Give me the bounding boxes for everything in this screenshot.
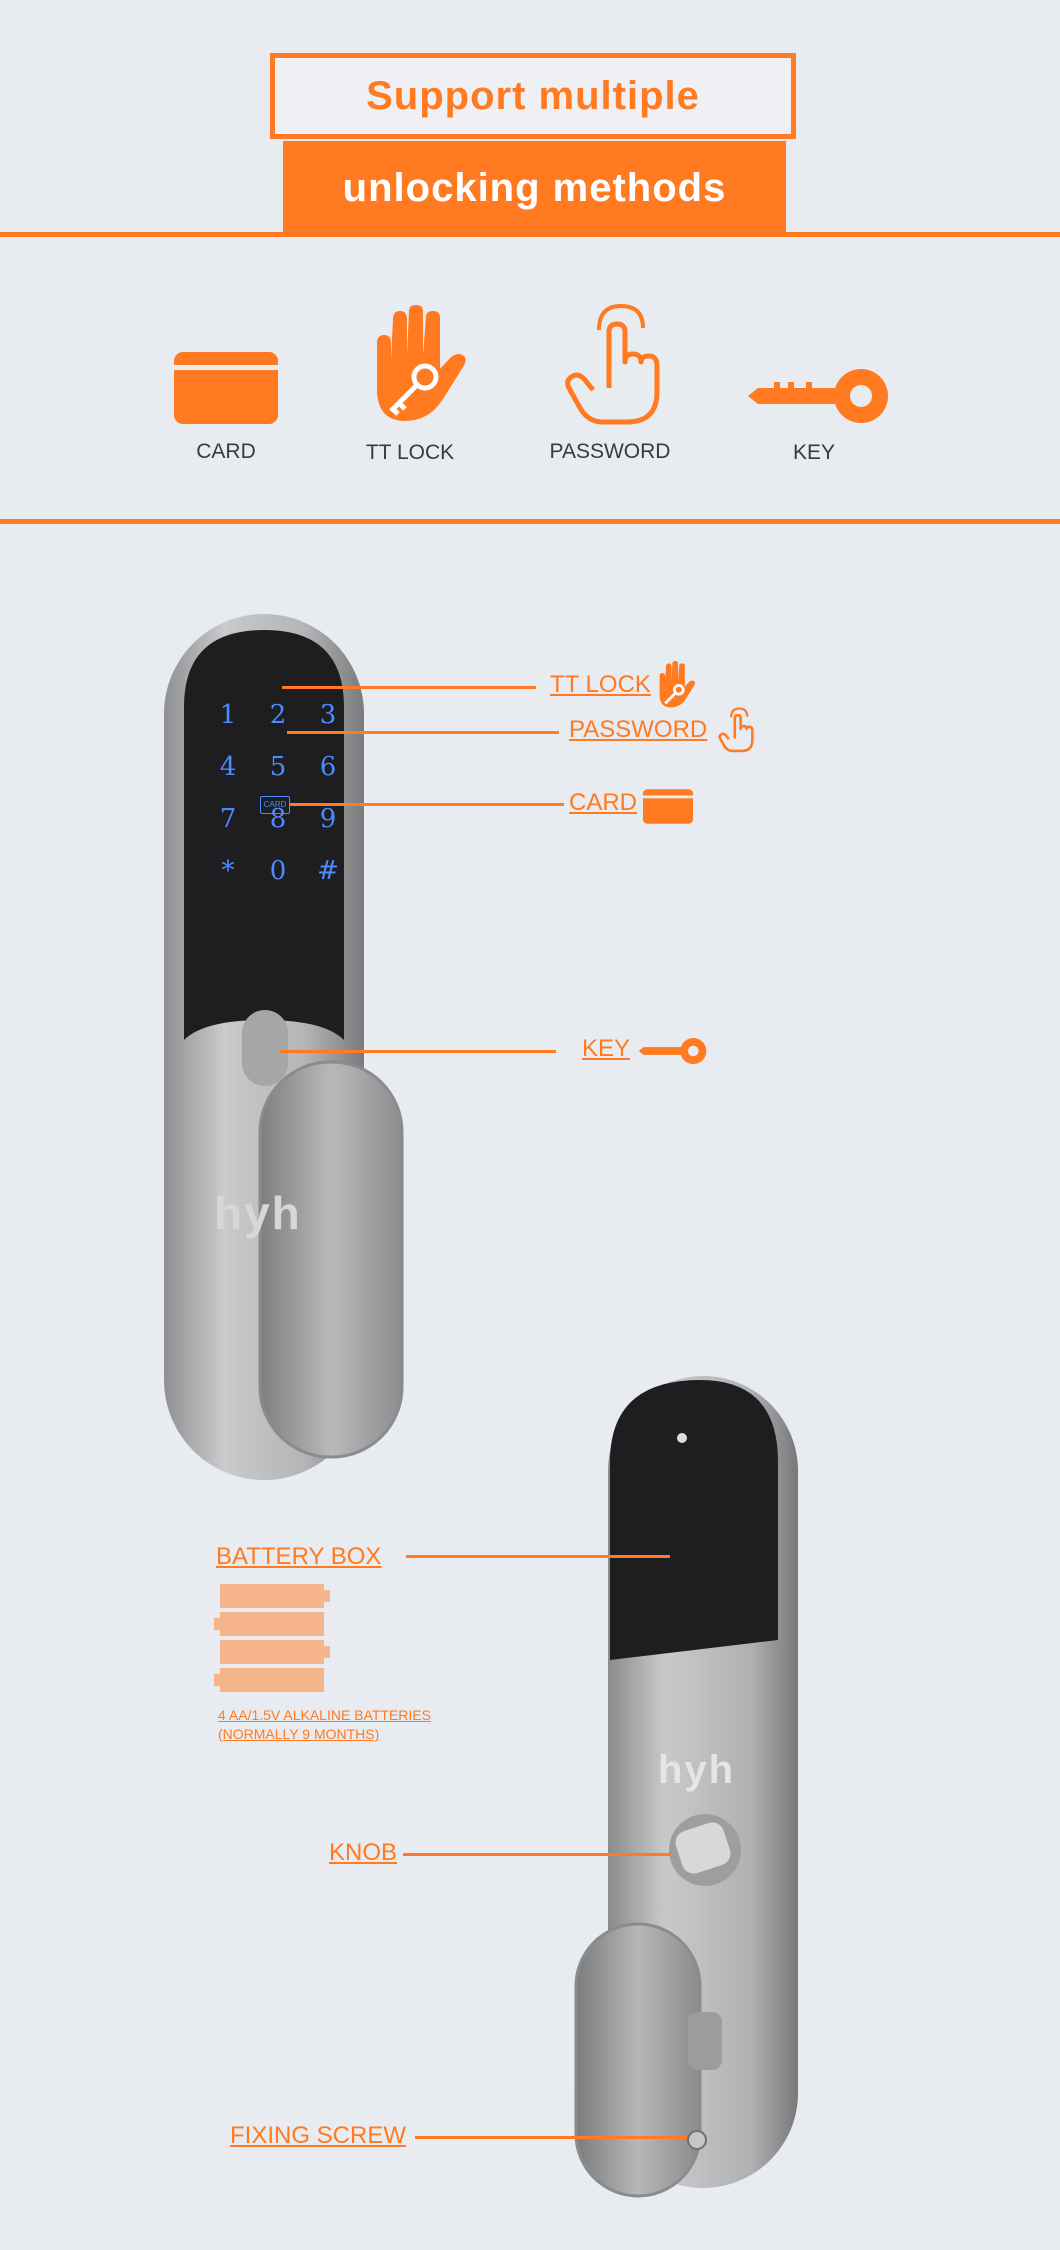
key-icon [748, 367, 890, 425]
card-reader-mark: CARD [260, 796, 290, 814]
hand-key-icon [369, 305, 467, 425]
keypad-key[interactable]: 6 [319, 752, 337, 782]
keypad-key[interactable]: 5 [269, 752, 287, 782]
card-icon [174, 352, 278, 424]
leader-password [287, 731, 559, 734]
finger-touch-icon [563, 298, 667, 426]
keypad: 1 2 3 4 5 6 7 8 9 * 0 # [203, 700, 353, 910]
front-brand-logo: hyh [214, 1187, 302, 1239]
keypad-key[interactable]: 0 [269, 856, 287, 886]
hand-key-icon [656, 661, 696, 709]
callout-battery-box: BATTERY BOX [216, 1543, 382, 1570]
title-line-1: Support multiple [366, 73, 700, 118]
battery-note-line-2: (NORMALLY 9 MONTHS) [218, 1726, 380, 1742]
callout-card: CARD [569, 789, 638, 816]
back-lock-image [560, 1372, 810, 2202]
leader-fixing-screw [415, 2136, 687, 2139]
callout-fixing-screw: FIXING SCREW [230, 2122, 407, 2149]
method-label-ttlock: TT LOCK [365, 441, 455, 464]
methods-divider [0, 519, 1060, 524]
front-lock-image [160, 612, 420, 1482]
battery-note-line-1: 4 AA/1.5V ALKALINE BATTERIES [218, 1707, 431, 1723]
method-label-card: CARD [196, 440, 256, 463]
callout-password: PASSWORD [569, 716, 708, 743]
keypad-key[interactable]: * [221, 856, 235, 886]
keypad-key[interactable]: 3 [319, 700, 337, 730]
battery-note: 4 AA/1.5V ALKALINE BATTERIES (NORMALLY 9… [218, 1706, 431, 1744]
back-brand-logo: hyh [658, 1748, 736, 1792]
title-line-2: unlocking methods [342, 165, 727, 210]
keypad-key[interactable]: 4 [219, 752, 237, 782]
leader-ttlock [282, 686, 536, 689]
keypad-key[interactable]: 8 [269, 804, 287, 834]
leader-battery-box [406, 1555, 670, 1558]
keypad-key[interactable]: 9 [319, 804, 337, 834]
callout-knob: KNOB [329, 1839, 398, 1866]
keypad-key[interactable]: 2 [269, 700, 287, 730]
keypad-key[interactable]: 7 [219, 804, 237, 834]
method-label-password: PASSWORD [549, 440, 671, 463]
leader-key [280, 1050, 556, 1053]
title-box: Support multiple [270, 53, 796, 139]
method-label-key: KEY [792, 441, 836, 464]
keypad-key[interactable]: 1 [219, 700, 237, 730]
leader-knob [403, 1853, 671, 1856]
callout-ttlock: TT LOCK [550, 671, 651, 698]
title-banner: unlocking methods [283, 141, 786, 235]
card-icon [643, 789, 693, 824]
keypad-key[interactable]: # [317, 856, 339, 886]
finger-touch-icon [718, 705, 756, 753]
leader-card [290, 803, 564, 806]
battery-icon [214, 1582, 332, 1700]
key-icon [638, 1037, 708, 1065]
callout-key: KEY [582, 1035, 631, 1062]
